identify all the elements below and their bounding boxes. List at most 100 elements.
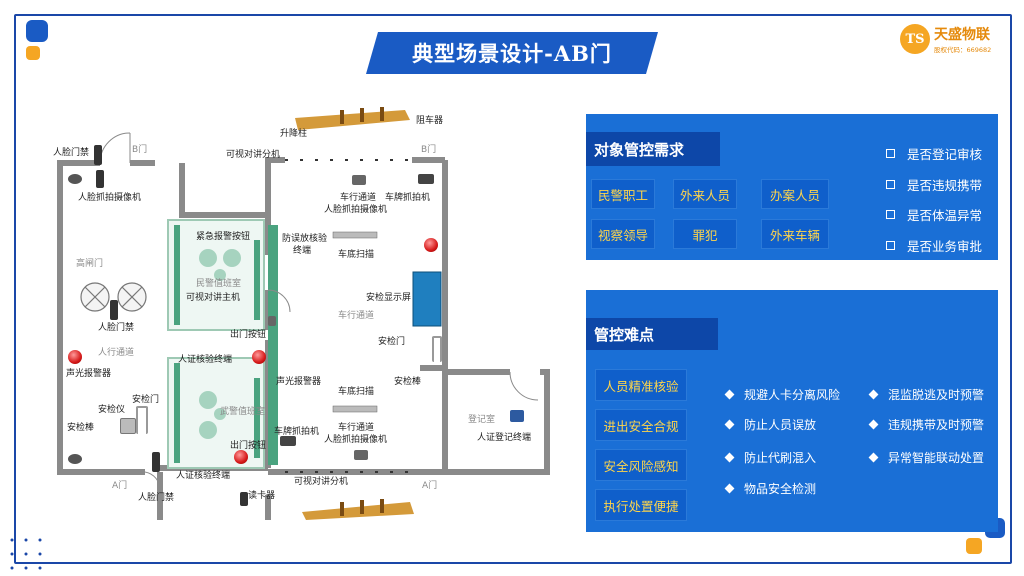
requirement-tag: 外来人员 [674, 180, 736, 208]
xray-icon [120, 418, 136, 434]
label-id-terminal: 人证核验终端 [176, 471, 231, 481]
plate-camera-icon [418, 174, 434, 184]
camera-icon [68, 454, 82, 464]
label-xray: 安检仪 [98, 405, 126, 415]
label-gate-b: B门 [132, 145, 148, 155]
card-reader-icon [240, 492, 248, 506]
label-face-camera: 人脸抓拍摄像机 [324, 205, 388, 215]
alarm-icon [424, 238, 438, 252]
page-title: 典型场景设计-AB门 [366, 32, 658, 74]
difficulty-label: 防止人员误放 [744, 418, 817, 432]
diamond-icon [868, 389, 879, 400]
face-gate-icon [152, 452, 160, 472]
label-plate-camera: 车牌抓拍机 [274, 427, 320, 437]
difficulty-label: 防止代刷混入 [744, 451, 817, 465]
face-gate-icon [94, 145, 102, 165]
check-label: 是否违规携带 [907, 178, 983, 193]
requirement-tag: 视察领导 [592, 220, 654, 248]
requirement-check: 是否违规携带 [886, 175, 982, 194]
label-emergency-button: 紧急报警按钮 [196, 232, 251, 242]
check-label: 是否体温异常 [907, 208, 983, 223]
requirement-check: 是否业务审批 [886, 236, 982, 255]
diamond-icon [724, 452, 735, 463]
difficulty-tag: 进出安全合规 [596, 410, 686, 440]
face-gate-icon [96, 170, 104, 188]
camera-icon [352, 175, 366, 185]
difficulty-label: 规避人卡分离风险 [744, 388, 841, 402]
exit-button-icon [268, 316, 276, 326]
plate-camera-icon [280, 436, 296, 446]
label-anti-tailing: 防误放核验 [282, 234, 328, 244]
logo-code: 股权代码：669682 [934, 46, 992, 54]
camera-icon [354, 450, 368, 460]
diamond-icon [868, 452, 879, 463]
floor-plan-walls [57, 107, 550, 520]
logo-name: 天盛物联 [934, 27, 990, 43]
label-exit-button: 出门按钮 [230, 330, 267, 340]
label-sound-alarm: 声光报警器 [66, 369, 112, 379]
alarm-icon [68, 350, 82, 364]
difficulty-item: 物品安全检测 [724, 480, 817, 497]
logo-mark: TS [900, 24, 930, 54]
label-vehicle-channel: 车行通道 [338, 311, 375, 321]
check-label: 是否业务审批 [907, 239, 983, 254]
requirements-panel: 对象管控需求 民警职工 外来人员 办案人员 视察领导 罪犯 外来车辆 是否登记审… [586, 114, 998, 260]
difficulty-label: 违规携带及时预警 [888, 418, 985, 432]
label-face-camera: 人脸抓拍摄像机 [324, 435, 388, 445]
difficulty-label: 混监脱逃及时预警 [888, 388, 985, 402]
label-video-intercom: 可视对讲分机 [226, 150, 281, 160]
difficulties-panel: 管控难点 人员精准核验 进出安全合规 安全风险感知 执行处置便捷 规避人卡分离风… [586, 290, 998, 532]
floor-plan: 人脸门禁 人脸抓拍摄像机 B门 升降柱 阻车器 B门 可视对讲分机 车行通道 人… [40, 100, 570, 520]
label-registration-room: 登记室 [468, 415, 496, 425]
requirement-tag: 民警职工 [592, 180, 654, 208]
security-door-icon [432, 336, 442, 362]
label-exit-button: 出门按钮 [230, 441, 267, 451]
difficulty-item: 防止人员误放 [724, 416, 817, 433]
label-video-master: 可视对讲主机 [186, 293, 241, 303]
difficulty-tag: 执行处置便捷 [596, 490, 686, 520]
label-anti-tailing-terminal: 终端 [293, 246, 312, 256]
label-plate-camera: 车牌抓拍机 [385, 193, 431, 203]
label-armed-room: 武警值班室 [220, 407, 266, 417]
label-security-door: 安检门 [378, 337, 406, 347]
label-undercar-scan: 车底扫描 [338, 387, 375, 397]
company-logo: TS 天盛物联 股权代码：669682 [900, 20, 1010, 60]
check-label: 是否登记审核 [907, 147, 983, 162]
label-face-gate: 人脸门禁 [98, 323, 135, 333]
difficulty-item: 规避人卡分离风险 [724, 386, 841, 403]
diamond-icon [724, 419, 735, 430]
label-pedestrian-channel: 人行通道 [98, 348, 135, 358]
label-flap-gate: 高闸门 [76, 259, 104, 269]
label-card-reader: 读卡器 [248, 491, 276, 501]
label-undercar-scan: 车底扫描 [338, 250, 375, 260]
label-sound-alarm: 声光报警器 [276, 377, 322, 387]
alarm-icon [234, 450, 248, 464]
diamond-icon [724, 483, 735, 494]
checkbox-icon [886, 149, 895, 158]
label-lift-column: 升降柱 [280, 129, 308, 139]
difficulty-item: 混监脱逃及时预警 [868, 386, 985, 403]
difficulties-header: 管控难点 [586, 318, 718, 350]
requirement-tag: 外来车辆 [762, 220, 828, 248]
difficulty-item: 异常智能联动处置 [868, 449, 984, 466]
label-id-terminal: 人证核验终端 [178, 355, 233, 365]
camera-icon [68, 174, 82, 184]
difficulty-label: 物品安全检测 [744, 482, 817, 496]
corner-decoration [26, 20, 48, 42]
requirement-tag: 办案人员 [762, 180, 828, 208]
corner-decoration [966, 538, 982, 554]
difficulty-tag: 人员精准核验 [596, 370, 686, 400]
label-id-register-terminal: 人证登记终端 [477, 433, 532, 443]
requirements-header: 对象管控需求 [586, 132, 720, 166]
label-face-gate: 人脸门禁 [53, 148, 90, 158]
label-wand: 安检棒 [67, 423, 95, 433]
label-video-intercom: 可视对讲分机 [294, 477, 349, 487]
requirement-check: 是否体温异常 [886, 205, 982, 224]
alarm-icon [252, 350, 266, 364]
label-vehicle-channel: 车行通道 [340, 193, 377, 203]
label-wand: 安检棒 [394, 377, 422, 387]
label-face-camera: 人脸抓拍摄像机 [78, 193, 142, 203]
label-security-screen: 安检显示屏 [366, 293, 412, 303]
label-vehicle-channel: 车行通道 [338, 423, 375, 433]
terminal-icon [510, 410, 524, 422]
